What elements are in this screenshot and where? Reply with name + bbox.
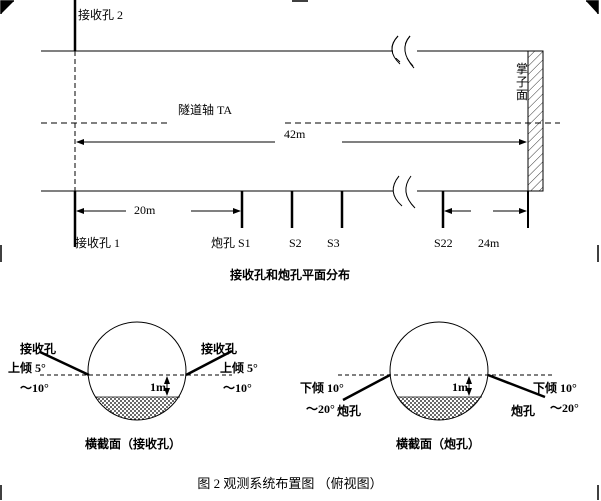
shot-depth-label: 1m	[452, 380, 468, 394]
receiver-hole-left	[39, 350, 90, 377]
receiver-right-label: 接收孔	[201, 341, 237, 356]
shot-s1-label: 炮孔 S1	[211, 236, 251, 250]
shot-section-caption: 横截面（炮孔）	[396, 436, 480, 451]
shot-s3-label: S3	[327, 236, 340, 250]
shot-right-angle-range: ～20°	[550, 401, 579, 415]
shot-left-angle: 下倾 10°	[300, 380, 344, 395]
axis-label: 隧道轴 TA	[178, 102, 232, 117]
shot-hole-left	[342, 373, 391, 402]
shot-right-angle: 下倾 10°	[533, 380, 577, 395]
section-shot: 下倾 10° ～20° 炮孔 下倾 10° 炮孔 ～20° 1m 横截面（炮孔）	[300, 321, 579, 451]
face-label-2: 子	[516, 75, 528, 89]
shot-hole-right	[487, 373, 546, 399]
dim-20m-label: 20m	[134, 203, 156, 217]
figure-caption: 图 2 观测系统布置图 （俯视图）	[197, 476, 382, 491]
shot-right-label: 炮孔	[511, 403, 535, 418]
ballast-fill	[390, 397, 488, 420]
ballast-fill	[88, 397, 186, 420]
tunnel-cross-section	[389, 321, 489, 421]
receiver-hole-right	[185, 349, 233, 377]
plan-caption: 接收孔和炮孔平面分布	[230, 267, 350, 282]
receiver-depth-label: 1m	[150, 380, 166, 394]
section-receiver: 接收孔 上倾 5° ～10° 接收孔 上倾 5° ～10° 1m 横截面（接收孔…	[8, 321, 258, 451]
receiver-section-caption: 横截面（接收孔）	[85, 436, 181, 451]
tunnel-cross-section	[87, 321, 187, 421]
receiver2-label: 接收孔 2	[78, 7, 123, 22]
receiver-left-label: 接收孔	[20, 341, 56, 356]
dim-42m-label: 42m	[284, 127, 306, 141]
shot-s22-label: S22	[434, 236, 453, 250]
shot-left-label: 炮孔	[337, 403, 361, 418]
break-symbol-bottom	[392, 175, 416, 209]
face-label-3: 面	[516, 88, 528, 102]
receiver-left-angle-range: ～10°	[20, 381, 49, 395]
receiver1-label: 接收孔 1	[75, 235, 120, 250]
tunnel-face	[527, 50, 544, 192]
shot-left-angle-range: ～20°	[306, 402, 335, 416]
receiver-left-angle: 上倾 5°	[8, 360, 46, 375]
face-label-1: 掌	[516, 62, 528, 76]
shot-s2-label: S2	[289, 236, 302, 250]
receiver-right-angle-range: ～10°	[223, 381, 252, 395]
plan-view: 接收孔 2 掌 子 面 隧道轴 TA 42m 20m 接收孔 1 炮孔 S1 S…	[41, 0, 560, 282]
dim-24m-label: 24m	[478, 236, 500, 250]
receiver-right-angle: 上倾 5°	[220, 360, 258, 375]
